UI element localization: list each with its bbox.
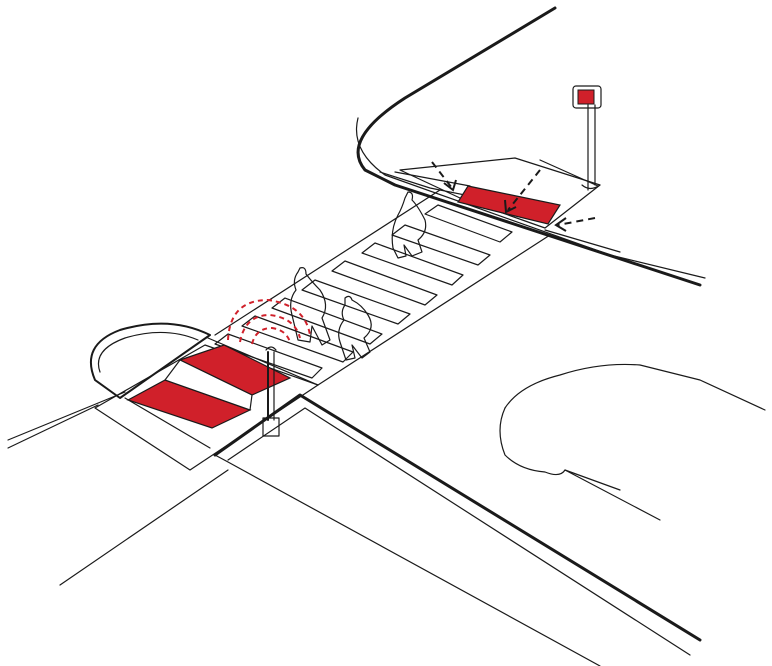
pedestrian-figure-icon xyxy=(291,192,426,360)
far-curb xyxy=(357,8,705,285)
pedestrian-signal-icon xyxy=(573,86,601,190)
crosswalk-stripes xyxy=(215,205,512,378)
near-sidewalk xyxy=(8,392,700,666)
car-outline-icon xyxy=(500,364,765,520)
push-button-pole xyxy=(263,347,279,436)
far-landing-zone xyxy=(395,158,620,252)
